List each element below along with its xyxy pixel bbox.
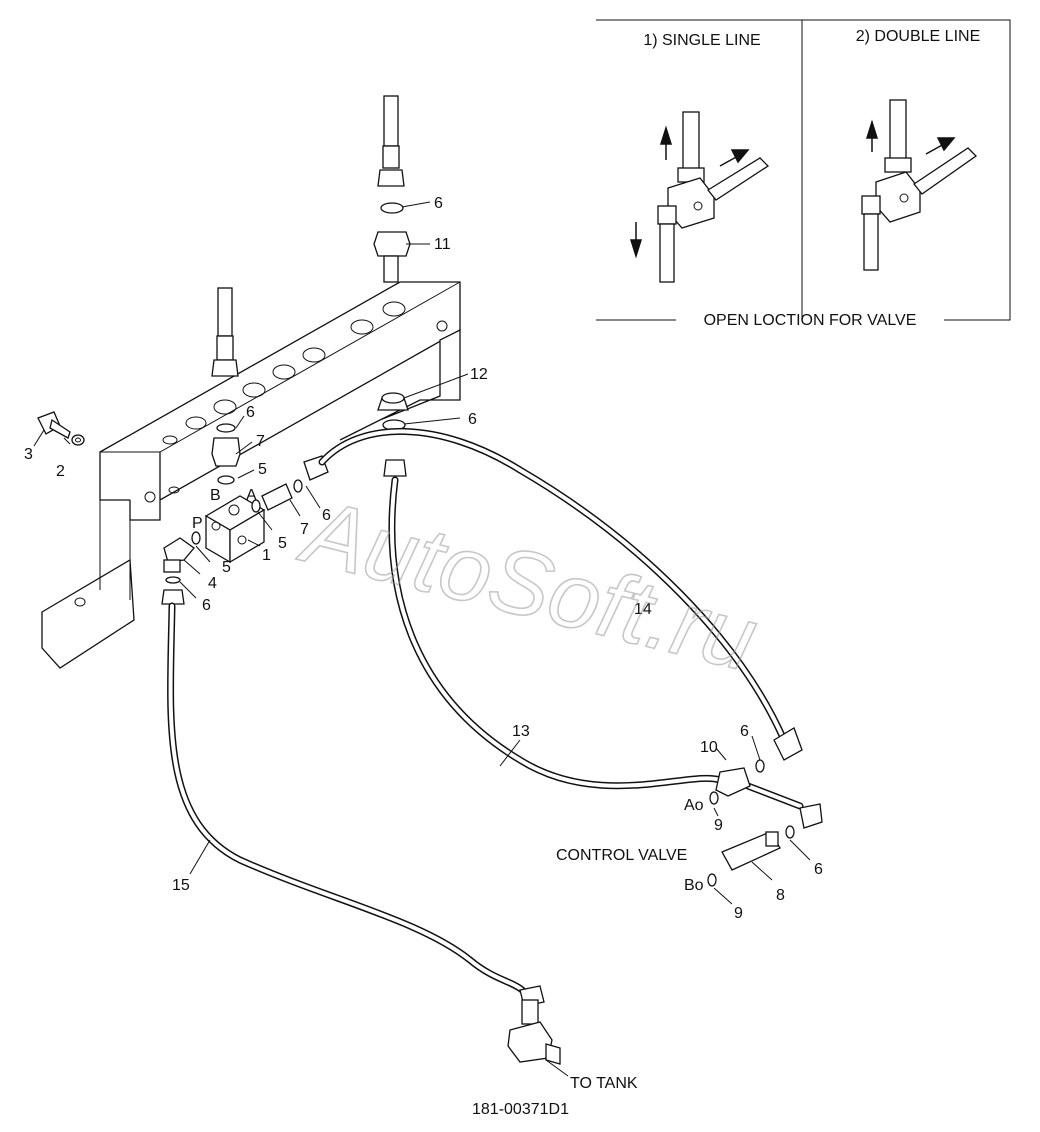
label-6-valve-top: 6 [740, 723, 749, 740]
valve-block-assembly [161, 455, 329, 605]
hose-14 [318, 428, 803, 761]
label-5-upper: 5 [258, 461, 267, 478]
to-tank-callout: TO TANK [570, 1075, 638, 1092]
leader-lines [33, 201, 811, 1077]
single-line-title: 1) SINGLE LINE [643, 32, 760, 49]
control-valve-callout: CONTROL VALVE [556, 847, 687, 864]
control-valve-parts [707, 759, 795, 887]
label-6-left: 6 [202, 597, 211, 614]
bolt-and-washer [37, 411, 85, 446]
hose-control-link [744, 782, 823, 829]
label-port-b: B [210, 487, 221, 504]
label-6-right: 6 [468, 411, 477, 428]
label-port-a: A [246, 487, 257, 504]
label-6-mid: 6 [246, 404, 255, 421]
label-8: 8 [776, 887, 785, 904]
label-6-hose: 6 [322, 507, 331, 524]
label-2: 2 [56, 463, 65, 480]
label-12: 12 [470, 366, 488, 383]
label-9-upper: 9 [714, 817, 723, 834]
label-3: 3 [24, 446, 33, 463]
label-14: 14 [634, 601, 652, 618]
inset-caption: OPEN LOCTION FOR VALVE [704, 312, 917, 329]
single-line-valve-sketch [629, 111, 770, 283]
valve-location-inset: 1) SINGLE LINE 2) DOUBLE LINE OPEN LOCTI… [596, 19, 1011, 329]
label-7-upper: 7 [256, 433, 265, 450]
watermark: AutoSoft.ru [290, 479, 766, 691]
label-port-ao: Ao [684, 797, 704, 814]
part-labels: 6 11 12 6 6 7 5 3 2 B A P 1 5 7 6 5 4 6 … [24, 195, 823, 1118]
label-11: 11 [434, 236, 451, 253]
upper-pipes [211, 95, 411, 485]
double-line-title: 2) DOUBLE LINE [856, 28, 980, 45]
label-1: 1 [262, 547, 271, 564]
label-10: 10 [700, 739, 718, 756]
label-5-right: 5 [278, 535, 287, 552]
hose-15 [167, 602, 545, 1007]
mounting-bracket [41, 281, 461, 669]
label-7-lower: 7 [300, 521, 309, 538]
drawing-number: 181-00371D1 [472, 1101, 569, 1118]
label-6-top: 6 [434, 195, 443, 212]
label-15: 15 [172, 877, 190, 894]
double-line-valve-sketch [861, 99, 978, 271]
label-6-valve-bottom: 6 [814, 861, 823, 878]
label-port-p: P [192, 515, 203, 532]
hose-13 [383, 459, 724, 790]
label-5-lower: 5 [222, 559, 231, 576]
to-tank-tee [507, 999, 561, 1065]
label-13: 13 [512, 723, 530, 740]
bracket-holes [74, 301, 448, 607]
label-port-bo: Bo [684, 877, 704, 894]
label-9-lower: 9 [734, 905, 743, 922]
label-4: 4 [208, 575, 217, 592]
